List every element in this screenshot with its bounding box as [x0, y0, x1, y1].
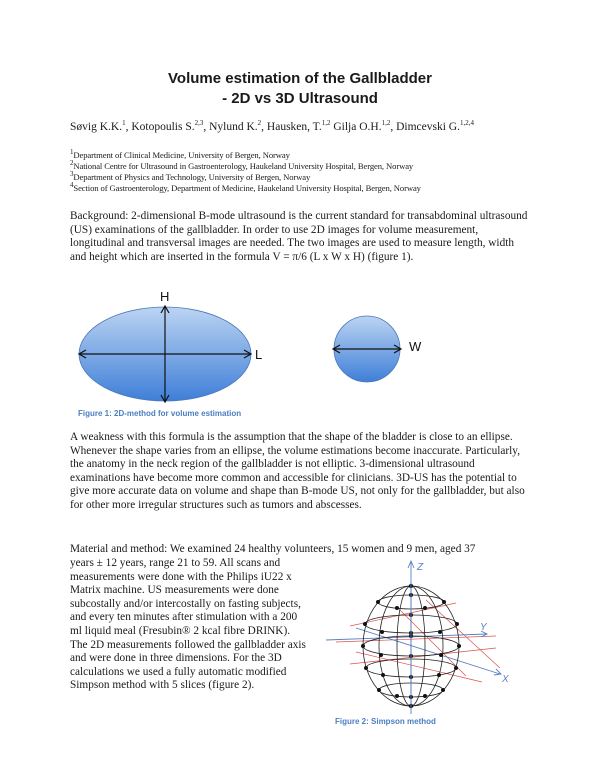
- axis-label-x: X: [501, 674, 509, 685]
- figure-2-simpson-diagram: Z Y X: [325, 559, 509, 714]
- axis-label-y: Y: [480, 622, 488, 633]
- methods-paragraph: years ± 12 years, range 21 to 59. All sc…: [70, 557, 306, 692]
- affiliation-4: 4Section of Gastroenterology, Department…: [70, 181, 421, 193]
- affiliation-1: 1Department of Clinical Medicine, Univer…: [70, 148, 290, 160]
- background-paragraph: Background: 2-dimensional B-mode ultraso…: [70, 210, 528, 263]
- figure-1-diagram: H L W: [77, 289, 422, 404]
- affiliation-3: 3Department of Physics and Technology, U…: [70, 170, 311, 182]
- weakness-paragraph: A weakness with this formula is the assu…: [70, 431, 525, 511]
- label-w: W: [409, 339, 422, 354]
- y-axis: [325, 630, 489, 641]
- ellipse-longitudinal: [77, 304, 253, 404]
- figure-2-caption: Figure 2: Simpson method: [335, 717, 436, 726]
- methods-intro-line: Material and method: We examined 24 heal…: [70, 543, 476, 555]
- paper-title-line2: - 2D vs 3D Ultrasound: [222, 90, 378, 107]
- axis-label-z: Z: [416, 562, 424, 573]
- author-list: Søvig K.K.1, Kotopoulis S.2,3, Nylund K.…: [70, 119, 474, 133]
- z-axis: [407, 559, 415, 714]
- label-l: L: [255, 347, 262, 362]
- label-h: H: [160, 289, 169, 304]
- paper-title-line1: Volume estimation of the Gallbladder: [168, 70, 432, 87]
- figure-1-caption: Figure 1: 2D-method for volume estimatio…: [78, 409, 242, 418]
- red-grid: [335, 599, 501, 683]
- affiliation-2: 2National Centre for Ultrasound in Gastr…: [70, 159, 414, 171]
- ellipse-transversal: [331, 315, 403, 383]
- x-axis: [355, 627, 502, 676]
